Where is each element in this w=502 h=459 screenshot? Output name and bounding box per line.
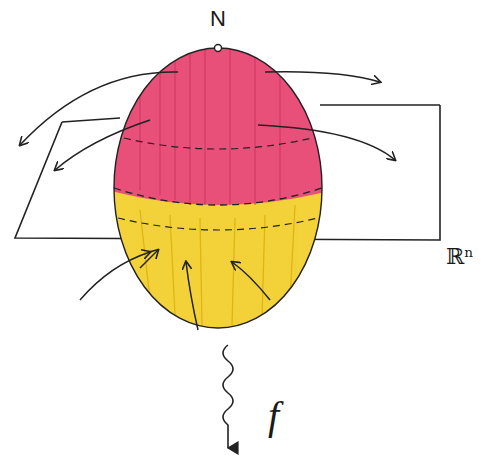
space-label: ℝⁿ xyxy=(446,246,474,268)
latitude-line xyxy=(124,138,312,149)
map-arrow xyxy=(223,345,233,448)
north-pole xyxy=(215,45,222,52)
latitude-line xyxy=(118,218,318,230)
sphere-outline xyxy=(114,48,322,328)
pole-label: N xyxy=(210,8,226,30)
map-label: f xyxy=(268,396,279,436)
sphere xyxy=(100,40,340,340)
projection-arrow xyxy=(20,72,395,330)
equator xyxy=(114,188,322,205)
